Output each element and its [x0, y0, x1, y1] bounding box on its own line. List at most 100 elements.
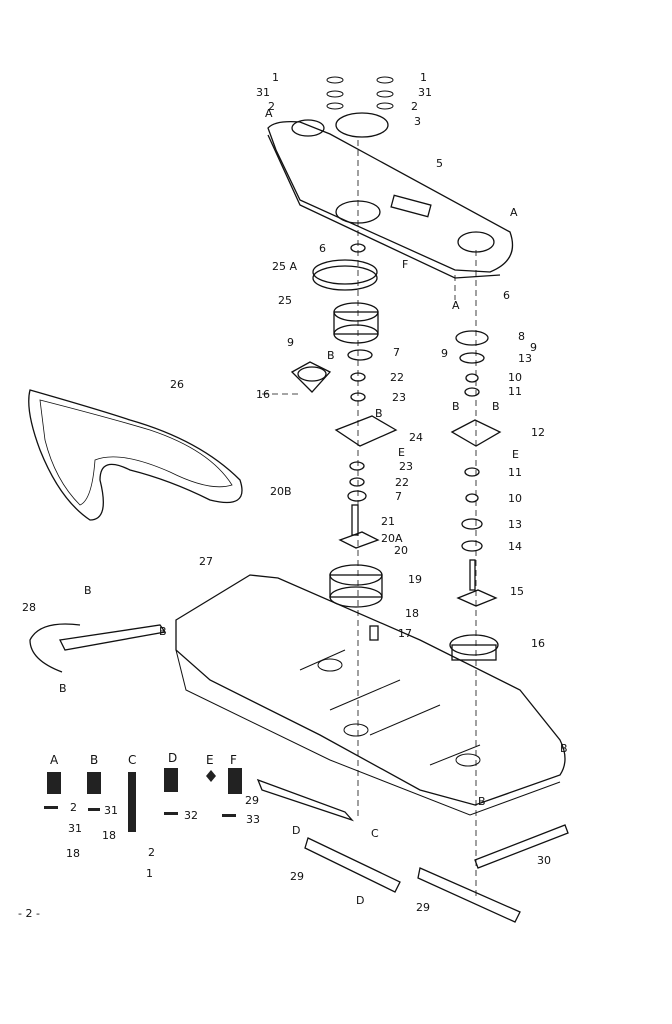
callout: 8 [518, 330, 525, 343]
callout: 10 [508, 371, 522, 384]
callout: A [452, 299, 460, 312]
callout: 13 [518, 352, 532, 365]
callout: 2 [268, 100, 275, 113]
callout: 3 [414, 115, 421, 128]
callout: 2 [411, 100, 418, 113]
callout: 16 [256, 388, 270, 401]
callout: 20 [394, 544, 408, 557]
hardware-bolts [44, 768, 242, 832]
cover-slot [390, 194, 432, 218]
callout: 19 [408, 573, 422, 586]
legend-item: 2 [148, 846, 155, 859]
belt-cover [267, 120, 514, 273]
center-stack [312, 243, 398, 641]
callout: 23 [399, 460, 413, 473]
callout: A [510, 206, 518, 219]
callout: 22 [390, 371, 404, 384]
callout: E [398, 446, 405, 459]
callout: 9 [441, 347, 448, 360]
legend-letter-b: B [90, 753, 99, 767]
legend-item: 31 [104, 804, 118, 817]
legend-letter-f: F [230, 753, 237, 767]
callout: 26 [170, 378, 184, 391]
callout: 1 [420, 71, 427, 84]
blade-center [304, 837, 401, 893]
baffle-30 [474, 824, 569, 869]
deck-ribs [299, 649, 481, 767]
callout: 12 [531, 426, 545, 439]
top-washers [326, 76, 394, 110]
legend-item: 32 [184, 809, 198, 822]
blade-right [417, 867, 521, 923]
legend-item: 33 [246, 813, 260, 826]
callout: B [492, 400, 500, 413]
callout: 21 [381, 515, 395, 528]
callout: B [84, 584, 92, 597]
mower-deck [175, 574, 566, 806]
legend-letter-e: E [206, 753, 214, 767]
callout: 11 [508, 466, 522, 479]
legend-item: 31 [68, 822, 82, 835]
drive-belt [28, 389, 243, 521]
legend-item: 1 [146, 867, 153, 880]
callout: 9 [287, 336, 294, 349]
callout: 5 [436, 157, 443, 170]
callout: 1 [272, 71, 279, 84]
callout: 11 [508, 385, 522, 398]
callout: 6 [503, 289, 510, 302]
callout: 31 [256, 86, 270, 99]
cover-pulley-left [291, 119, 325, 137]
callout: 9 [530, 341, 537, 354]
callout: C [371, 827, 379, 840]
callout: 28 [22, 601, 36, 614]
callout: 14 [508, 540, 522, 553]
callout: A [265, 107, 273, 120]
callout: 20B [270, 485, 292, 498]
callout: B [375, 407, 383, 420]
callout: D [356, 894, 365, 907]
callout: 29 [290, 870, 304, 883]
legend-item: 2 [70, 801, 77, 814]
callout: B [452, 400, 460, 413]
belt-cover-edge [267, 134, 501, 279]
callout: 25 [278, 294, 292, 307]
centerlines [262, 140, 477, 900]
belt-guide-3 [335, 112, 389, 138]
page-number: - 2 - [18, 907, 40, 920]
callout: D [292, 824, 301, 837]
idler-bracket [290, 361, 332, 393]
callout: 18 [405, 607, 419, 620]
callout: 15 [510, 585, 524, 598]
legend-letter-a: A [50, 753, 59, 767]
callout: 13 [508, 518, 522, 531]
callout: 6 [319, 242, 326, 255]
legend-letter-c: C [128, 753, 137, 767]
callout: F [402, 258, 409, 271]
cover-pulley-right [457, 231, 495, 253]
legend-letter-d: D [168, 751, 178, 765]
callout: B [560, 742, 568, 755]
callout: 16 [531, 637, 545, 650]
callout: 23 [392, 391, 406, 404]
callout: 20A [381, 532, 403, 545]
callout: 24 [409, 431, 423, 444]
callout: 31 [418, 86, 432, 99]
callout: 10 [508, 492, 522, 505]
legend-item: 18 [102, 829, 116, 842]
callout: 30 [537, 854, 551, 867]
callout: B [59, 682, 67, 695]
callout: 7 [393, 346, 400, 359]
callout: 29 [416, 901, 430, 914]
right-stack [449, 330, 502, 661]
callout: B [327, 349, 335, 362]
callout: 29 [245, 794, 259, 807]
legend-item: 18 [66, 847, 80, 860]
callout: 7 [395, 490, 402, 503]
callout: 22 [395, 476, 409, 489]
belt-28 [29, 623, 81, 673]
callout: E [512, 448, 519, 461]
callout: 25 A [272, 260, 298, 273]
callout: 27 [199, 555, 213, 568]
